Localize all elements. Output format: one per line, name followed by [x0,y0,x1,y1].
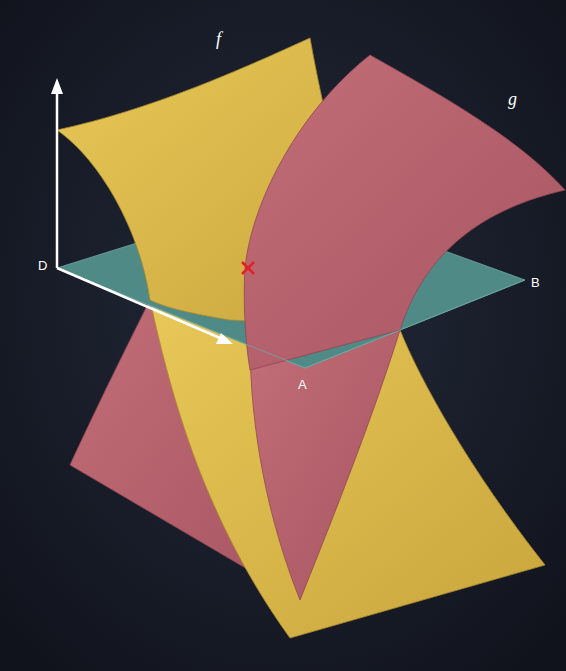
axis-line [56,92,59,268]
axis-arrowhead [216,333,233,344]
plane-edge [57,268,525,368]
point-label: B [531,276,540,289]
surface-label: g [508,90,517,108]
surface-label: f [216,30,221,48]
surface-g-upper [244,55,565,370]
point-label: D [38,259,47,272]
intersection-mark [242,262,254,274]
axis-line [57,268,220,338]
surface-g-front [250,330,400,600]
point-label: A [298,378,307,391]
axis-arrowhead [51,78,63,94]
